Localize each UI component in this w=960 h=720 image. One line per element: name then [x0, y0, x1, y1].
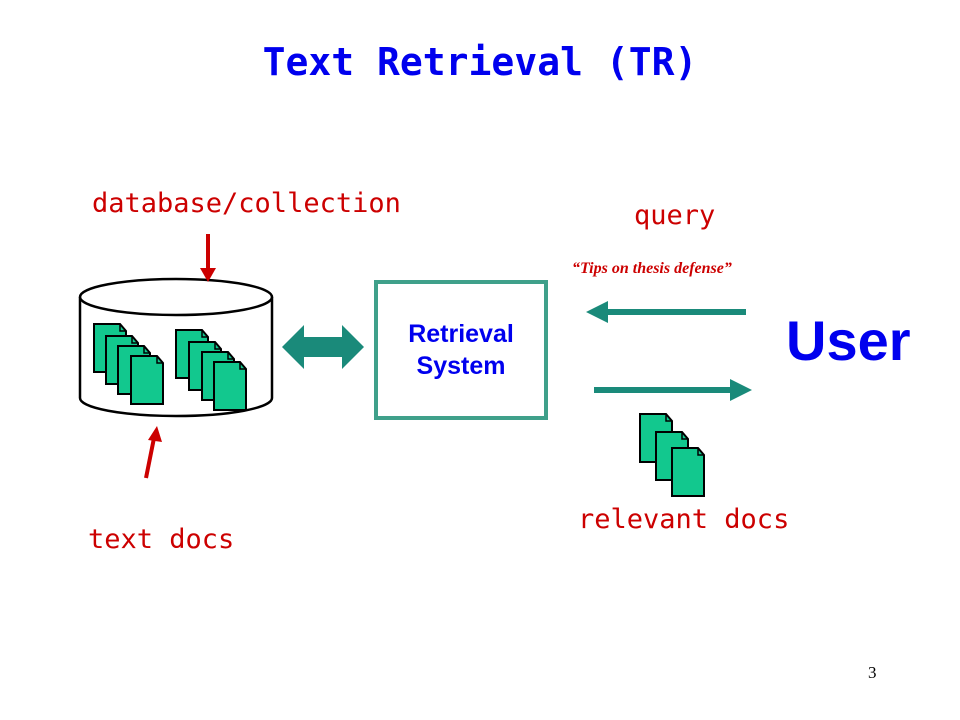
- query-example: “Tips on thesis defense”: [572, 260, 732, 277]
- retrieval-system-line1: Retrieval: [408, 320, 514, 348]
- slide-title: Text Retrieval (TR): [262, 40, 698, 84]
- user-label: User: [786, 309, 911, 372]
- arrow-up-icon: [144, 426, 162, 479]
- page-number: 3: [868, 663, 877, 682]
- arrow-left-icon: [586, 301, 746, 323]
- arrow-right-icon: [594, 379, 752, 401]
- retrieval-system-box: Retrieval System: [374, 280, 548, 420]
- arrow-down-icon: [200, 234, 216, 282]
- query-label: query: [634, 200, 716, 231]
- relevant-documents-icon: [639, 413, 705, 497]
- relevant-docs-label: relevant docs: [578, 504, 790, 535]
- retrieval-system-line2: System: [416, 352, 506, 380]
- double-arrow-icon: [282, 325, 364, 369]
- database-label: database/collection: [92, 188, 401, 219]
- text-docs-label: text docs: [88, 524, 235, 555]
